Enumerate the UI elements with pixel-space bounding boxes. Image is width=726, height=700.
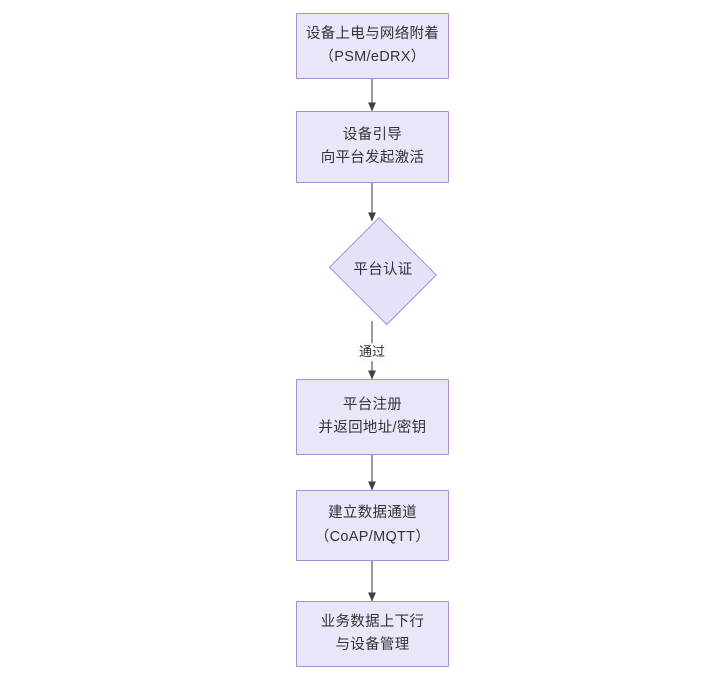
node-line: 建立数据通道 bbox=[328, 505, 417, 522]
node-decision-label: 平台认证 bbox=[353, 259, 412, 282]
node-line: 平台认证 bbox=[353, 262, 413, 279]
node-line: 设备引导 bbox=[342, 126, 403, 143]
node-line: 并返回地址/密钥 bbox=[318, 420, 427, 436]
node-line: （PSM/eDRX） bbox=[319, 49, 426, 65]
node-platform-authentication[interactable]: 平台认证 bbox=[325, 217, 441, 325]
node-device-power-on[interactable]: 设备上电与网络附着 （PSM/eDRX） bbox=[296, 13, 449, 79]
node-platform-registration[interactable]: 平台注册 并返回地址/密钥 bbox=[296, 379, 449, 455]
node-service-data-and-device-management[interactable]: 业务数据上下行 与设备管理 bbox=[296, 601, 449, 667]
node-line: （CoAP/MQTT） bbox=[314, 528, 431, 545]
node-device-bootstrap[interactable]: 设备引导 向平台发起激活 bbox=[296, 111, 449, 183]
node-line: 设备上电与网络附着 bbox=[305, 25, 440, 42]
node-establish-data-channel[interactable]: 建立数据通道 （CoAP/MQTT） bbox=[296, 490, 449, 561]
node-line: 向平台发起激活 bbox=[320, 150, 425, 166]
node-line: 与设备管理 bbox=[335, 637, 410, 653]
node-line: 平台注册 bbox=[342, 396, 403, 413]
node-line: 业务数据上下行 bbox=[320, 613, 425, 630]
edge-label-pass: 通过 bbox=[355, 343, 389, 361]
